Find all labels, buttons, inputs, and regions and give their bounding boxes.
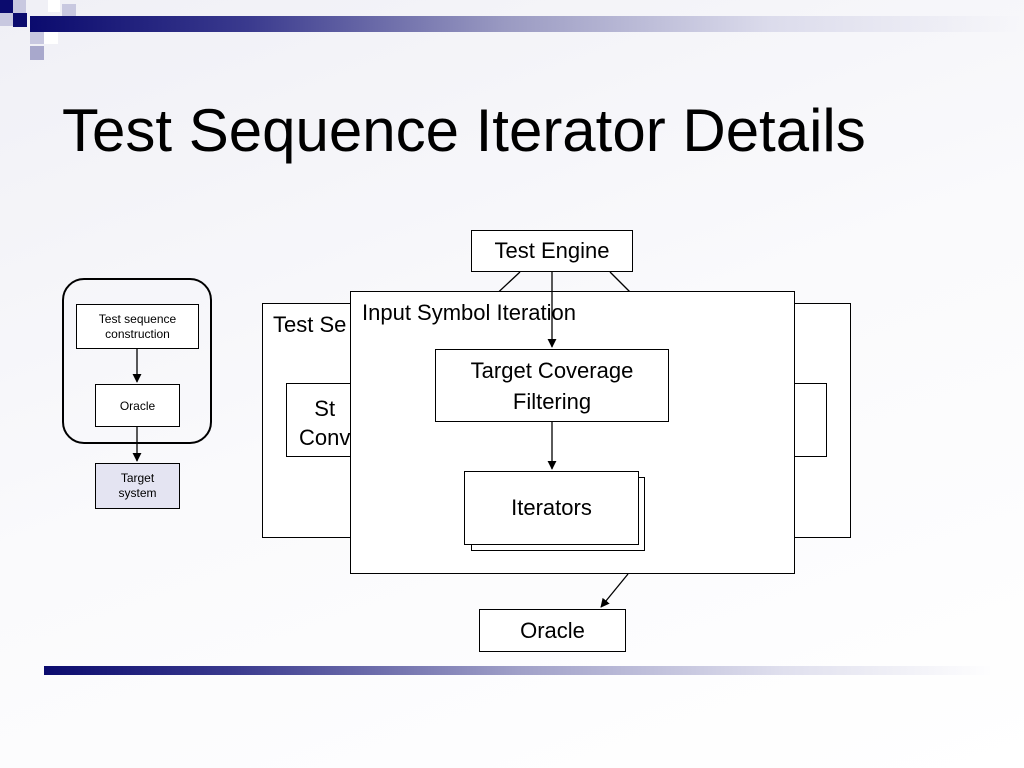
oracle-label: Oracle: [520, 617, 585, 643]
mini-construction-box: Test sequence construction: [76, 304, 199, 349]
target-coverage-filtering-box: Target Coverage Filtering: [435, 349, 669, 422]
iterators-box: Iterators: [464, 471, 639, 545]
test-sequence-panel-label: Test Se: [273, 312, 347, 337]
state-conversion-label: St Conv: [299, 396, 351, 450]
input-symbol-iteration-label: Input Symbol Iteration: [362, 300, 577, 325]
slide-title: Test Sequence Iterator Details: [62, 97, 866, 164]
mini-target-box: Target system: [95, 463, 180, 509]
mini-target-label: Target system: [118, 471, 157, 500]
target-coverage-filtering-label: Target Coverage Filtering: [470, 357, 634, 414]
mini-oracle-box: Oracle: [95, 384, 180, 427]
footer-gradient-bar: [44, 666, 994, 675]
test-engine-box: Test Engine: [471, 230, 633, 272]
test-engine-label: Test Engine: [494, 238, 610, 263]
iterators-label: Iterators: [511, 495, 592, 520]
mini-construction-label: Test sequence construction: [98, 311, 177, 341]
header-gradient-bar: [30, 16, 1020, 32]
oracle-box: Oracle: [479, 609, 626, 652]
mini-oracle-label: Oracle: [119, 398, 156, 413]
